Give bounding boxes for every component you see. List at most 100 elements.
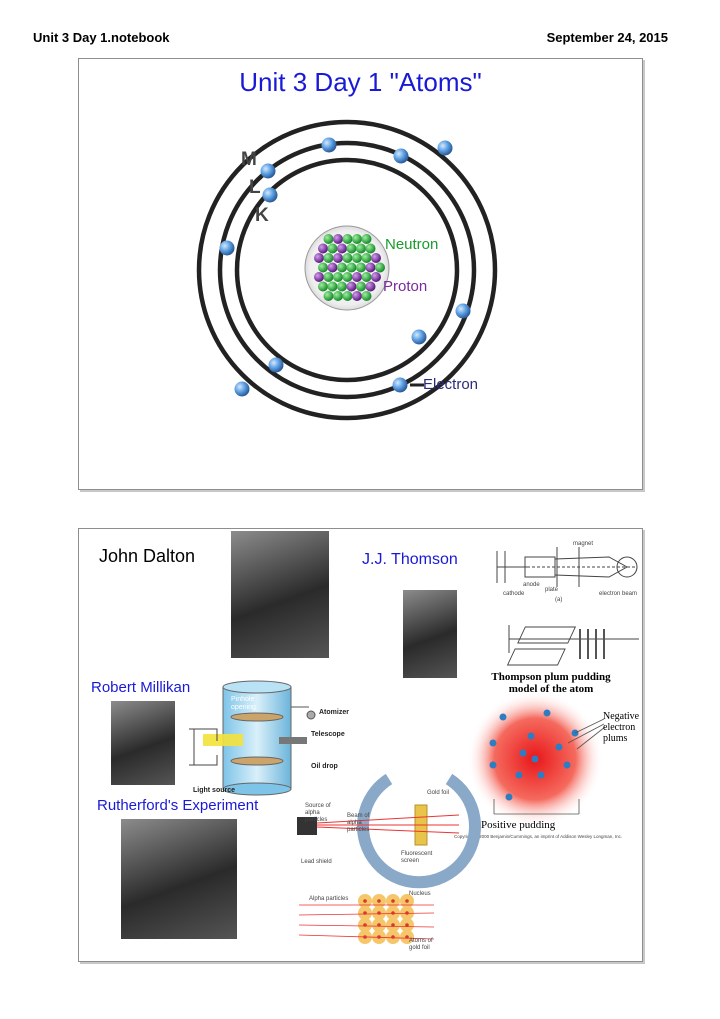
electron	[234, 381, 250, 397]
nucleon	[352, 253, 362, 263]
nucleon	[356, 243, 366, 254]
plum-electron	[543, 709, 551, 717]
shell-label-k: K	[255, 205, 269, 226]
nucleon	[342, 253, 353, 263]
electron	[219, 240, 235, 256]
plum-electron	[555, 743, 563, 751]
nucleon	[314, 272, 324, 282]
nucleon	[333, 253, 343, 263]
nucleon	[342, 272, 353, 282]
nucleon	[318, 262, 328, 273]
alpha-beam-label: Beam of alpha particles	[347, 813, 370, 833]
lead-shield-label: Lead shield	[301, 859, 332, 865]
nucleon	[333, 272, 343, 282]
nucleon	[371, 253, 381, 263]
nucleon	[371, 272, 381, 282]
nucleon	[327, 281, 338, 292]
pinhole-label: Pinhole opening	[231, 696, 256, 711]
slide-atoms[interactable]: Unit 3 Day 1 "Atoms"	[78, 58, 643, 490]
nucleons	[314, 234, 385, 301]
nucleon	[323, 291, 334, 301]
notebook-date: September 24, 2015	[546, 30, 668, 45]
nucleon	[323, 253, 334, 263]
nucleon	[333, 234, 343, 244]
nucleon	[333, 291, 343, 301]
slide-title: Unit 3 Day 1 "Atoms"	[239, 67, 482, 97]
plum-electron	[519, 749, 527, 757]
electrons	[219, 137, 471, 397]
plum-pudding-model	[467, 691, 606, 827]
atomizer-label: Atomizer	[319, 709, 349, 716]
plum-electron	[527, 732, 535, 740]
nucleon	[352, 291, 362, 301]
millikan-label: Robert Millikan	[91, 679, 191, 696]
nucleon	[337, 243, 347, 254]
nucleon	[327, 262, 338, 273]
nucleon	[375, 262, 385, 273]
gold-nucleus	[405, 923, 409, 927]
nucleon	[352, 234, 362, 244]
negative-plums-label: Negative electron plums	[603, 711, 640, 744]
electron	[268, 357, 284, 373]
plum-electron	[563, 761, 571, 769]
nucleon	[337, 262, 347, 273]
neutron-label: Neutron	[385, 236, 439, 253]
nucleon	[361, 291, 372, 301]
gold-nucleus	[377, 899, 381, 903]
rutherford-label: Rutherford's Experiment	[97, 797, 259, 814]
orbit-l	[217, 140, 477, 400]
shell-label-m: M	[241, 149, 257, 170]
electron	[392, 377, 408, 393]
electron-beam-label: electron beam	[599, 591, 638, 597]
orbit-k	[234, 157, 460, 383]
light-source-label: Light source	[193, 787, 236, 794]
nucleon	[318, 281, 328, 292]
plum-electron	[531, 755, 539, 763]
electron-label: Electron	[423, 376, 479, 393]
electron	[321, 137, 337, 153]
nucleon	[314, 253, 324, 263]
electron	[260, 163, 276, 179]
nucleon	[342, 291, 353, 301]
plum-electron	[515, 771, 523, 779]
oil-drop-label: Oil drop	[311, 763, 338, 770]
plum-electron	[499, 713, 507, 721]
part-label: (a)	[555, 597, 563, 603]
plum-electron	[489, 739, 497, 747]
anode-label: anode	[523, 582, 540, 588]
nucleon	[361, 234, 372, 244]
millikan-portrait	[111, 701, 175, 785]
nucleon	[327, 243, 338, 254]
orbit-m	[196, 119, 498, 421]
bohr-atom-diagram	[196, 119, 498, 421]
positive-pudding-label: Positive pudding	[481, 819, 556, 831]
slide-scientists[interactable]: John Dalton J.J. Thomson magnet anode pl…	[78, 528, 643, 962]
gold-nucleus	[363, 899, 367, 903]
plum-electron	[505, 793, 513, 801]
nucleon	[361, 272, 372, 282]
copyright-note: Copyright © 2000 Benjamin/Cummings, an i…	[454, 834, 623, 839]
plum-electron	[489, 761, 497, 769]
cathode-label: cathode	[503, 591, 525, 597]
thomson-label: J.J. Thomson	[362, 551, 458, 568]
gold-nucleus	[391, 911, 395, 915]
electron	[393, 148, 409, 164]
nucleon	[365, 243, 376, 254]
plate-label: plate	[545, 587, 559, 593]
nucleon	[356, 262, 366, 273]
cathode-ray-diagram	[496, 547, 639, 666]
alpha-source-label: Source of alpha particles	[305, 803, 331, 823]
gold-nucleus	[377, 911, 381, 915]
fluorescent-screen-label: Fluorescent screen	[401, 851, 433, 864]
plum-electron	[537, 771, 545, 779]
gold-nucleus	[391, 923, 395, 927]
notebook-title: Unit 3 Day 1.notebook	[33, 30, 170, 45]
dalton-portrait	[231, 531, 329, 658]
nucleon	[323, 234, 334, 244]
rutherford-portrait	[121, 819, 237, 939]
electron	[262, 187, 278, 203]
gold-nucleus	[391, 935, 395, 939]
nucleon	[361, 253, 372, 263]
nucleon	[337, 281, 347, 292]
telescope-label: Telescope	[311, 731, 345, 738]
